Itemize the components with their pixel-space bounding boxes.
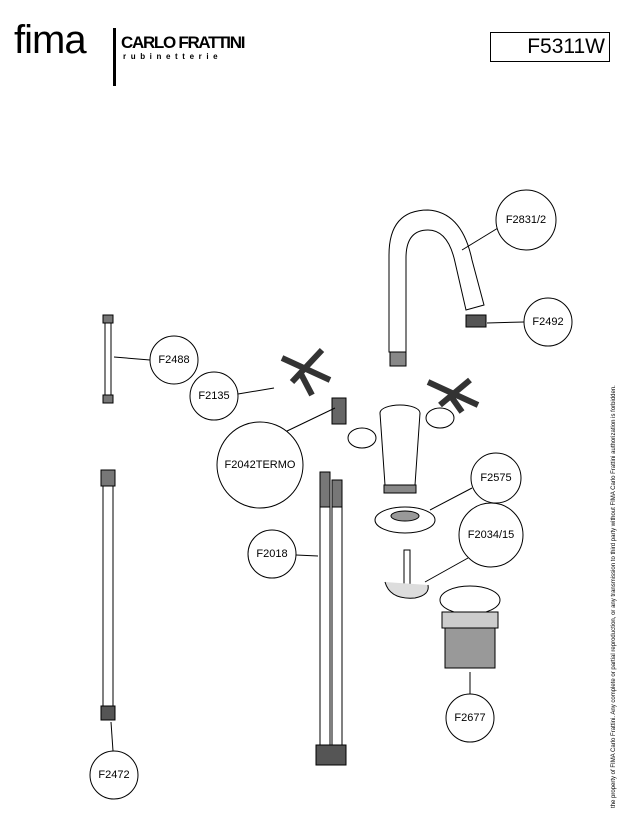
- callout-F2034-15: F2034/15: [458, 502, 524, 568]
- callout-F2042TERMO: F2042TERMO: [216, 421, 304, 509]
- svg-text:F2018: F2018: [256, 548, 287, 560]
- rod-part: [102, 314, 114, 404]
- hoses-part: [315, 471, 347, 766]
- brand-name: CARLO FRATTINI: [121, 33, 245, 52]
- svg-text:F2488: F2488: [158, 354, 189, 366]
- cartridge-part: [331, 397, 347, 425]
- washer-part: [374, 506, 436, 534]
- callout-F2492: F2492: [523, 297, 573, 347]
- callout-F2472: F2472: [89, 750, 139, 800]
- callout-F2677: F2677: [445, 693, 495, 743]
- callout-F2135: F2135: [189, 371, 239, 421]
- fixing-part: [384, 549, 429, 599]
- svg-text:F2575: F2575: [480, 472, 511, 484]
- handle-left: [280, 347, 332, 397]
- brand-subtitle: rubinetterie: [123, 52, 223, 61]
- tube-part: [100, 469, 116, 721]
- svg-text:F2034/15: F2034/15: [468, 529, 514, 541]
- svg-text:F2135: F2135: [198, 390, 229, 402]
- svg-text:F2677: F2677: [454, 712, 485, 724]
- handle-right: [426, 377, 480, 414]
- svg-text:F2042TERMO: F2042TERMO: [225, 459, 296, 471]
- svg-text:F2831/2: F2831/2: [506, 214, 546, 226]
- callout-F2575: F2575: [470, 452, 522, 504]
- svg-text:F2472: F2472: [98, 769, 129, 781]
- logo-divider: [113, 28, 116, 86]
- callout-F2488: F2488: [149, 335, 199, 385]
- leader-lines: [110, 227, 525, 752]
- fima-logo: fima: [14, 18, 87, 62]
- spout-part: [388, 209, 487, 367]
- tap-body: [347, 404, 455, 494]
- callout-F2831-2: F2831/2: [495, 189, 557, 251]
- waste-part: [439, 585, 501, 669]
- svg-text:F2492: F2492: [532, 316, 563, 328]
- callout-F2018: F2018: [247, 529, 297, 579]
- product-code: F5311W: [490, 32, 610, 62]
